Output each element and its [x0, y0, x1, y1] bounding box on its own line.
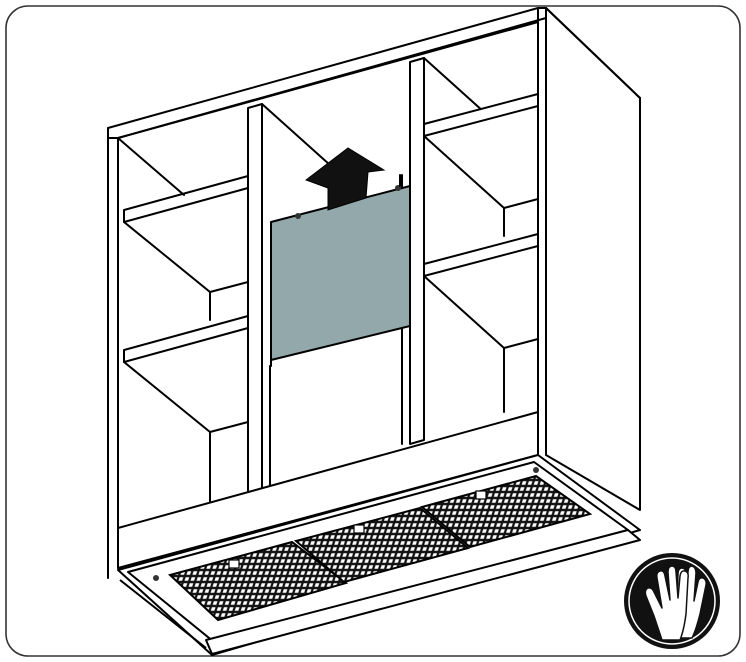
shelf-right-upper [423, 93, 539, 237]
mesh-filter-3 [419, 474, 593, 549]
cabinet-left-frame [107, 127, 119, 579]
arrow-up-icon [304, 147, 386, 211]
mesh-filter-2 [293, 506, 471, 584]
gloves-icon [624, 553, 720, 649]
shelf-right-lower [423, 233, 539, 413]
shelf-left-lower [123, 315, 249, 506]
cabinet-right-frame [537, 7, 547, 456]
outer-frame [5, 5, 741, 657]
shelf-left-upper [117, 137, 249, 321]
mesh-filter-1 [168, 540, 349, 622]
cabinet-side-panel [537, 7, 641, 511]
interior-divider-left [247, 103, 331, 495]
